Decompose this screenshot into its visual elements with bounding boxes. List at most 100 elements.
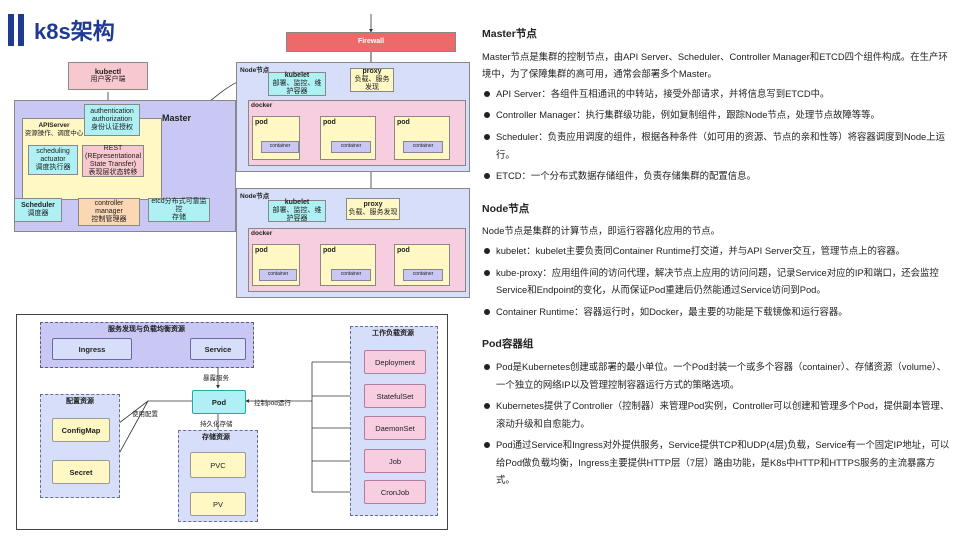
apiserver-name: APIServer <box>38 122 70 129</box>
workload-label: DaemonSet <box>375 423 415 433</box>
list-item: ETCD：一个分布式数据存储组件，负责存储集群的配置信息。 <box>482 167 952 185</box>
etcd-line1: etcd分布式可靠监控 <box>151 197 207 213</box>
container-box: container <box>259 269 297 281</box>
node-label: Node节点 <box>240 67 270 74</box>
container-label: container <box>269 143 291 150</box>
cm-sub: 控制管理器 <box>91 216 127 224</box>
list-item: API Server：各组件互相通讯的中转站，接受外部请求，并将信息写到ETCD… <box>482 85 952 103</box>
service-label: Service <box>204 344 232 354</box>
pvc-label: PVC <box>210 460 226 470</box>
kubelet-name: kubelet <box>284 198 310 206</box>
firewall-label: Firewall <box>357 37 385 45</box>
list-item: kubelet：kubelet主要负责同Container Runtime打交道… <box>482 242 952 260</box>
pod-section-list: Pod是Kubernetes创建或部署的最小单位。一个Pod封装一个或多个容器（… <box>482 358 952 489</box>
rest-line1: REST <box>103 144 123 152</box>
pod-section: Pod容器组 Pod是Kubernetes创建或部署的最小单位。一个Pod封装一… <box>482 336 952 489</box>
control-run-label: 控制pod运行 <box>254 400 291 407</box>
resource-diagram-frame <box>16 314 448 530</box>
scheduler-name: Scheduler <box>21 201 55 209</box>
workload-job: Job <box>364 449 426 473</box>
configmap-label: ConfigMap <box>61 425 101 435</box>
pod-box: pod container <box>252 116 300 160</box>
workload-statefulset: StatefulSet <box>364 384 426 408</box>
pv-box: PV <box>190 492 246 516</box>
workload-cronjob: CronJob <box>364 480 426 504</box>
container-label: container <box>267 271 289 278</box>
apiserver-sub: 资源操作、调度中心 <box>24 129 84 137</box>
pod-label: pod <box>255 247 268 254</box>
auth-box: authentication authorization 身份认证授权 <box>84 104 140 136</box>
proxy-sub: 负载、服务发现 <box>348 209 398 216</box>
proxy-box: proxy 负载、服务发现 <box>346 198 400 220</box>
service-box: Service <box>190 338 246 360</box>
expose-label: 暴露服务 <box>203 375 229 382</box>
container-box: container <box>403 269 443 281</box>
workload-daemonset: DaemonSet <box>364 416 426 440</box>
pod-box: pod container <box>320 116 376 160</box>
scheduler-sub: 调度器 <box>27 210 49 217</box>
list-item: Scheduler：负责应用调度的组件，根据各种条件（如可用的资源、节点的亲和性… <box>482 128 952 163</box>
rest-line3: State Transfer) <box>89 161 137 168</box>
controller-manager-box: controller manager 控制管理器 <box>78 198 140 226</box>
master-label: Master <box>162 113 192 123</box>
rest-line2: (REpresentational <box>84 152 142 160</box>
node-section-title: Node节点 <box>482 202 530 215</box>
actuator-sub: 调度执行器 <box>35 164 71 172</box>
pod-resource-box: Pod <box>192 390 246 414</box>
kubelet-sub: 部署、监控、维护容器 <box>272 206 322 223</box>
master-section-title: Master节点 <box>482 28 537 40</box>
docker-label: docker <box>251 230 273 237</box>
config-group-label: 配置资源 <box>66 398 94 405</box>
pod-label: pod <box>323 119 336 126</box>
etcd-box: etcd分布式可靠监控 存储 <box>148 198 210 222</box>
rest-box: REST (REpresentational State Transfer) 表… <box>82 145 144 177</box>
list-item: Controller Manager：执行集群级功能，例如复制组件，跟踪Node… <box>482 106 952 124</box>
list-item: Kubernetes提供了Controller（控制器）来管理Pod实例，Con… <box>482 397 952 432</box>
list-item: kube-proxy：应用组件间的访问代理，解决节点上应用的访问问题，记录Ser… <box>482 264 952 299</box>
scheduling-actuator-box: scheduling actuator 调度执行器 <box>28 145 78 175</box>
auth-line2: authorization <box>91 115 133 123</box>
kubelet-box: kubelet 部署、监控、维护容器 <box>268 198 326 223</box>
master-section-list: API Server：各组件互相通讯的中转站，接受外部请求，并将信息写到ETCD… <box>482 85 952 185</box>
pod-box: pod container <box>252 244 300 286</box>
proxy-name: proxy <box>363 200 383 208</box>
workload-group-label: 工作负载资源 <box>372 330 414 337</box>
etcd-line2: 存储 <box>172 214 186 222</box>
svc-group-label: 服务发现与负载均衡资源 <box>108 326 185 333</box>
pod-box: pod container <box>394 116 450 160</box>
pod-resource-label: Pod <box>211 397 227 407</box>
pvc-box: PVC <box>190 452 246 478</box>
accent-bar <box>18 14 24 46</box>
actuator-line2: actuator <box>40 155 66 163</box>
configmap-box: ConfigMap <box>52 418 110 442</box>
list-item: Pod是Kubernetes创建或部署的最小单位。一个Pod封装一个或多个容器（… <box>482 358 952 393</box>
kubelet-name: kubelet <box>284 71 310 79</box>
kubelet-sub: 部署、监控、维护容器 <box>272 79 322 96</box>
apiserver-labels: APIServer 资源操作、调度中心 <box>24 122 84 138</box>
page-title: k8s架构 <box>34 19 115 44</box>
container-box: container <box>331 141 371 153</box>
pod-label: pod <box>255 119 268 126</box>
container-label: container <box>340 143 362 150</box>
auth-sub: 身份认证授权 <box>91 124 133 132</box>
container-box: container <box>331 269 371 281</box>
text-column: Master节点 Master节点是集群的控制节点，由API Server、Sc… <box>482 26 952 505</box>
kubectl-sub: 用户客户端 <box>90 76 126 84</box>
cm-line1: controller <box>94 199 124 207</box>
container-box: container <box>261 141 299 153</box>
master-section: Master节点 Master节点是集群的控制节点，由API Server、Sc… <box>482 26 952 185</box>
node-section-intro: Node节点是集群的计算节点，即运行容器化应用的节点。 <box>482 225 721 237</box>
pod-label: pod <box>397 119 410 126</box>
workload-deployment: Deployment <box>364 350 426 374</box>
secret-box: Secret <box>52 460 110 484</box>
container-label: container <box>412 143 434 150</box>
master-section-intro: Master节点是集群的控制节点，由API Server、Scheduler、C… <box>482 50 948 80</box>
auth-line1: authentication <box>90 107 134 115</box>
firewall-box: Firewall <box>286 32 456 52</box>
proxy-box: proxy 负载、服务发现 <box>350 68 394 92</box>
page-header: k8s架构 <box>8 12 115 48</box>
actuator-line1: scheduling <box>36 147 70 155</box>
node-label: Node节点 <box>240 193 270 200</box>
proxy-name: proxy <box>362 67 382 75</box>
node-section-list: kubelet：kubelet主要负责同Container Runtime打交道… <box>482 242 952 320</box>
